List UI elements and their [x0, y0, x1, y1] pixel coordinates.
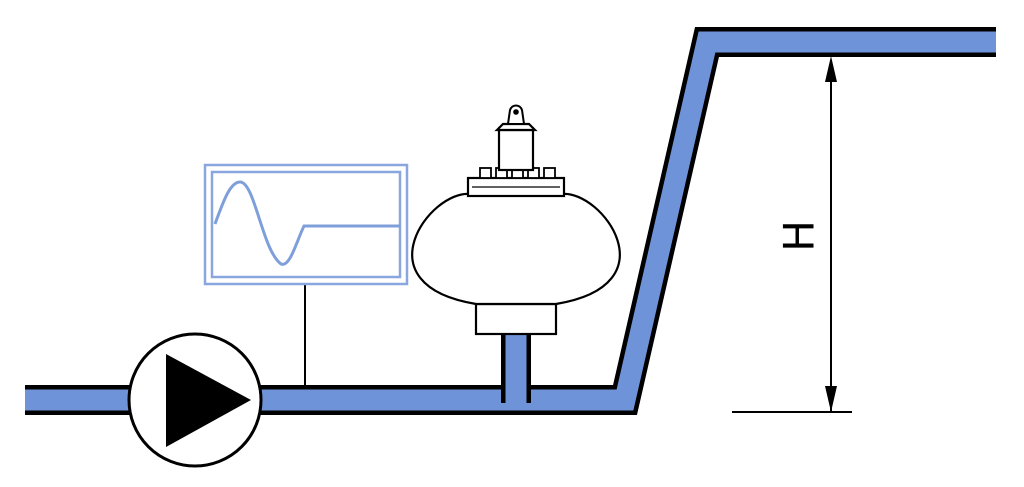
- height-arrow-bottom: [825, 386, 837, 412]
- waveform-trace: [213, 180, 400, 266]
- tank-cap: [494, 122, 538, 132]
- height-dimension: H: [732, 56, 852, 413]
- height-label: H: [775, 220, 824, 252]
- tank-base: [474, 302, 558, 336]
- flange-bolts: [472, 167, 560, 188]
- pump-icon: [127, 332, 263, 468]
- tank-neck: [497, 128, 535, 172]
- monitor-icon: [203, 163, 409, 286]
- branch-pipe: [501, 327, 531, 404]
- monitor-outer-frame: [203, 163, 409, 286]
- tank-lifting-eye-hole: [513, 109, 519, 115]
- pipeline-water: [25, 31, 996, 411]
- tank-body: [411, 192, 621, 306]
- height-arrow-top: [825, 56, 837, 82]
- branch-pipe-water: [505, 327, 527, 404]
- pump-direction-arrow: [166, 354, 251, 447]
- pipeline: [25, 27, 996, 415]
- expansion-tank-icon: [411, 104, 621, 336]
